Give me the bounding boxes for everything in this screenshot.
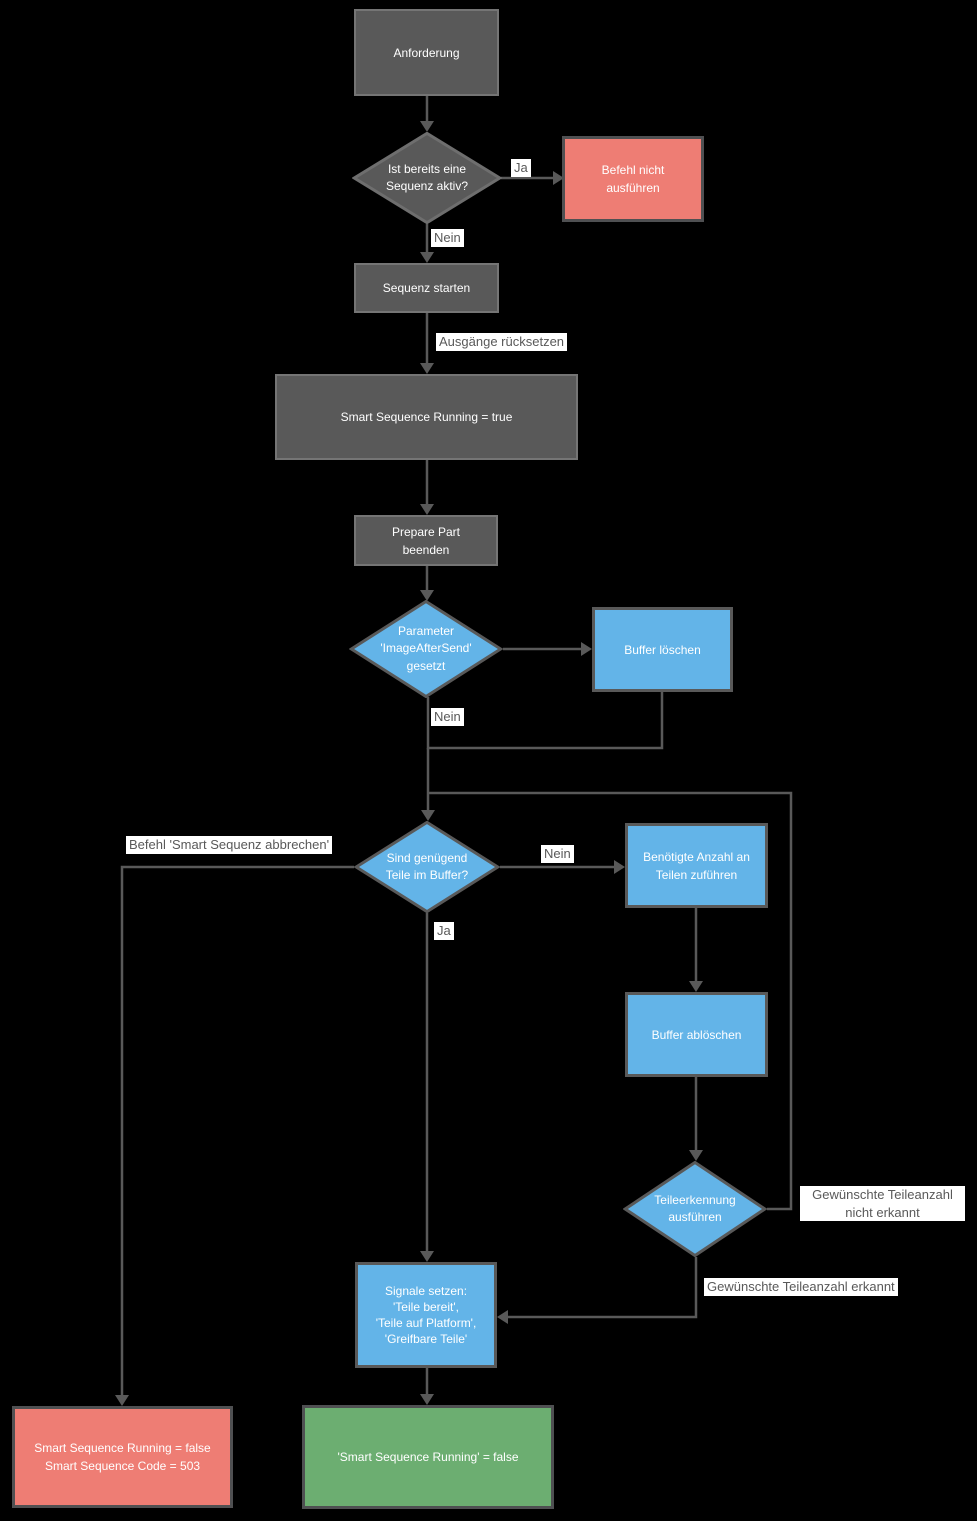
edge-label-teileanzahl-erkannt: Gewünschte Teileanzahl erkannt xyxy=(704,1278,898,1296)
node-benoetigte-anzahl: Benötigte Anzahl an Teilen zuführen xyxy=(625,823,768,908)
decision-sequenz-aktiv-label: Ist bereits eine Sequenz aktiv? xyxy=(385,161,469,193)
arrowhead-prepare-part xyxy=(420,504,434,515)
arrowhead-buffer-abloeschen xyxy=(689,981,703,992)
node-sequenz-starten: Sequenz starten xyxy=(354,263,499,313)
diamond-shape xyxy=(623,1161,767,1257)
arrowhead-benoetigte-anzahl xyxy=(614,860,625,874)
node-signale-setzen: Signale setzen: 'Teile bereit', 'Teile a… xyxy=(355,1262,497,1368)
node-anforderung: Anforderung xyxy=(354,9,499,96)
arrowhead-befehl-nicht-ausfuehren xyxy=(553,171,564,185)
decision-parameter-imageaftersend: Parameter 'ImageAfterSend' gesetzt xyxy=(349,600,503,698)
node-buffer-abloeschen: Buffer ablöschen xyxy=(625,992,768,1077)
arrowhead-teile-im-buffer xyxy=(421,810,435,821)
node-smart-sequence-false-503: Smart Sequence Running = false Smart Seq… xyxy=(12,1406,233,1508)
arrowhead-running-false xyxy=(420,1394,434,1405)
node-prepare-part-beenden: Prepare Part beenden xyxy=(354,515,498,566)
edge-label-nein-1: Nein xyxy=(431,229,464,247)
arrowhead-parameter xyxy=(420,590,434,601)
connector-join-nein-buffer xyxy=(426,692,664,750)
arrowhead-sequenz-starten xyxy=(420,252,434,263)
diamond-shape xyxy=(352,132,502,224)
edge-label-nein-3: Nein xyxy=(541,845,574,863)
arrowhead-signale-from-erkannt xyxy=(497,1310,508,1324)
decision-teile-im-buffer: Sind genügend Teile im Buffer? xyxy=(354,821,500,913)
decision-teileerkennung: Teileerkennung ausführen xyxy=(623,1161,767,1257)
edge-label-befehl-abbrechen: Befehl 'Smart Sequenz abbrechen' xyxy=(126,836,333,854)
arrowhead-signale-setzen xyxy=(420,1251,434,1262)
arrowhead-sequenz-aktiv xyxy=(420,121,434,132)
connector-befehl-abbrechen xyxy=(120,865,354,1395)
edge-label-ausgaenge-ruecksetzen: Ausgänge rücksetzen xyxy=(436,333,568,351)
connector-loop-nicht-erkannt xyxy=(428,791,793,1211)
arrowhead-running-true xyxy=(420,363,434,374)
diamond-shape xyxy=(354,821,500,913)
arrowhead-buffer-loeschen xyxy=(581,642,592,656)
edge-label-teileanzahl-nicht-erkannt: Gewünschte Teileanzahl nicht erkannt xyxy=(800,1186,965,1222)
arrowhead-running-false-503 xyxy=(115,1395,129,1406)
decision-sequenz-aktiv: Ist bereits eine Sequenz aktiv? xyxy=(352,132,502,224)
node-smart-sequence-running-true: Smart Sequence Running = true xyxy=(275,374,578,460)
node-befehl-nicht-ausfuehren: Befehl nicht ausführen xyxy=(562,136,704,222)
edge-label-ja-1: Ja xyxy=(511,159,531,177)
diamond-shape xyxy=(349,600,503,698)
decision-parameter-label: Parameter 'ImageAfterSend' gesetzt xyxy=(380,623,472,673)
node-buffer-loeschen: Buffer löschen xyxy=(592,607,733,692)
connector-erkannt-to-signale xyxy=(508,1257,698,1319)
edge-label-nein-2: Nein xyxy=(431,708,464,726)
decision-teile-im-buffer-label: Sind genügend Teile im Buffer? xyxy=(385,850,469,882)
arrowhead-teileerkennung xyxy=(689,1150,703,1161)
decision-teileerkennung-label: Teileerkennung ausführen xyxy=(654,1192,736,1224)
node-smart-sequence-false: 'Smart Sequence Running' = false xyxy=(302,1405,554,1509)
edge-label-ja-2: Ja xyxy=(434,922,454,940)
